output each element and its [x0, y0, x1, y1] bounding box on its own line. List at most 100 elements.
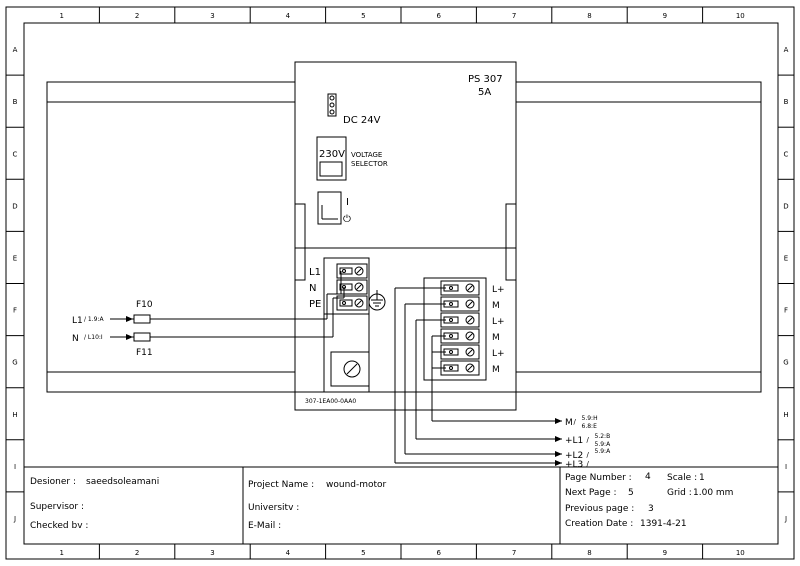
grid-row-label: C: [784, 150, 789, 158]
university-label: Universitv :: [248, 503, 299, 513]
module-name: PS 307: [468, 74, 503, 85]
supply-line-ref: / L10:I: [84, 334, 103, 341]
page-number-label: Page Number :: [565, 473, 632, 483]
output-wire: M/5.9:H6.8:E: [431, 335, 598, 430]
grid-column-label: 6: [436, 12, 441, 20]
grid-column-label: 6: [436, 549, 441, 557]
ground-symbol: [368, 290, 386, 311]
grid-column-label: 2: [135, 12, 139, 20]
grid-row-label: I: [14, 463, 16, 471]
checked-by-label: Checked bv :: [30, 521, 88, 531]
grid-row-label: G: [12, 359, 17, 367]
grid-row-label: E: [784, 254, 788, 262]
output-name: +L3: [565, 460, 583, 470]
fuse: [133, 332, 151, 342]
grid-column-label: 8: [587, 549, 591, 557]
grid-row-label: B: [13, 98, 18, 106]
output-name: +L1: [565, 436, 583, 446]
output-terminal[interactable]: L+: [440, 312, 505, 328]
voltage-selector-value: 230V: [319, 149, 345, 160]
previous-page-label: Previous page :: [565, 504, 634, 514]
grid-row-label: J: [13, 515, 16, 523]
grid-column-label: 2: [135, 549, 139, 557]
output-wire: +L1/5.2:B5.9:A: [415, 319, 612, 448]
input-terminal-block: L1N PE: [309, 263, 368, 311]
output-name: +L2: [565, 451, 583, 461]
grid-column-label: 3: [210, 549, 214, 557]
output-terminal[interactable]: L+: [440, 344, 505, 360]
output-terminal-label: M: [492, 365, 500, 375]
grid-row-label: H: [783, 411, 788, 419]
output-ref-bottom: 6.8:E: [582, 423, 598, 430]
output-terminal[interactable]: M: [440, 360, 500, 376]
voltage-selector-label-1: VOLTAGE: [351, 151, 382, 159]
designer-value: saeedsoleamani: [86, 477, 159, 487]
fuse-label: F10: [136, 300, 153, 310]
output-ref-top: 5.9:H: [582, 415, 598, 422]
creation-date-label: Creation Date :: [565, 519, 633, 529]
next-page-label: Next Page :: [565, 488, 617, 498]
grid-column-label: 9: [663, 12, 667, 20]
input-terminal[interactable]: L1: [309, 263, 368, 279]
grid-column-label: 5: [361, 12, 365, 20]
grid-column-label: 10: [736, 12, 745, 20]
output-ref-bottom: 5.9:A: [595, 441, 612, 448]
grid-column-label: 8: [587, 12, 591, 20]
grid-row-label: E: [13, 254, 17, 262]
output-ref-top: 5.9:A: [595, 448, 612, 455]
grid-label: Grid :: [667, 488, 692, 498]
supply-line-ref: / 1.9:A: [84, 316, 104, 323]
output-terminal-label: M: [492, 301, 500, 311]
output-ref-separator: /: [587, 451, 590, 459]
grid-column-label: 1: [59, 549, 63, 557]
order-number: 307-1EA00-0AA0: [305, 398, 356, 405]
grid-row-label: I: [785, 463, 787, 471]
grid-row-label: D: [783, 202, 788, 210]
adjust-potentiometer[interactable]: [330, 351, 370, 387]
output-wire: +L2 / 5.9:A: [404, 303, 612, 461]
grid-column-label: 3: [210, 12, 214, 20]
project-name-label: Project Name :: [248, 480, 314, 490]
input-terminal[interactable]: PE: [309, 295, 368, 311]
input-terminal-label: PE: [309, 299, 321, 310]
grid-row-label: G: [783, 359, 788, 367]
inner-frame: [23, 22, 779, 545]
grid-value: 1.00 mm: [693, 488, 733, 498]
next-page-value: 5: [628, 488, 634, 498]
output-terminal[interactable]: L+: [440, 280, 505, 296]
grid-row-label: D: [12, 202, 17, 210]
grid-row-label: A: [784, 46, 789, 54]
grid-row-label: J: [784, 515, 787, 523]
power-switch[interactable]: [317, 191, 342, 225]
fuse-label: F11: [136, 348, 153, 358]
output-terminal[interactable]: M: [440, 296, 500, 312]
grid-row-label: C: [13, 150, 18, 158]
fuse: [133, 314, 151, 324]
input-terminal[interactable]: N: [309, 279, 368, 295]
grid-row-label: H: [12, 411, 17, 419]
email-label: E-Mail :: [248, 521, 281, 531]
switch-on-symbol: I: [346, 197, 349, 208]
m-bus: [431, 336, 446, 369]
mounting-rail: [46, 81, 762, 393]
output-name: M: [565, 418, 573, 428]
voltage-selector[interactable]: 230V: [316, 136, 347, 181]
output-terminal-label: L+: [492, 285, 505, 295]
input-terminal-frame: [323, 257, 370, 315]
output-terminal[interactable]: M: [440, 328, 500, 344]
previous-page-value: 3: [648, 504, 654, 514]
output-ref-separator: /: [587, 436, 590, 444]
scale-value: 1: [699, 473, 705, 483]
output-ref-separator: /: [574, 418, 577, 426]
grid-row-label: F: [784, 307, 788, 315]
grid-row-label: B: [784, 98, 789, 106]
input-terminal-label: L1: [309, 267, 321, 278]
project-name-value: wound-motor: [326, 480, 387, 490]
output-wire: +L3 /: [394, 287, 590, 470]
power-supply-module: PS 307 5A DC 24V 230V VOLTAGE SELECTOR I…: [294, 61, 517, 411]
